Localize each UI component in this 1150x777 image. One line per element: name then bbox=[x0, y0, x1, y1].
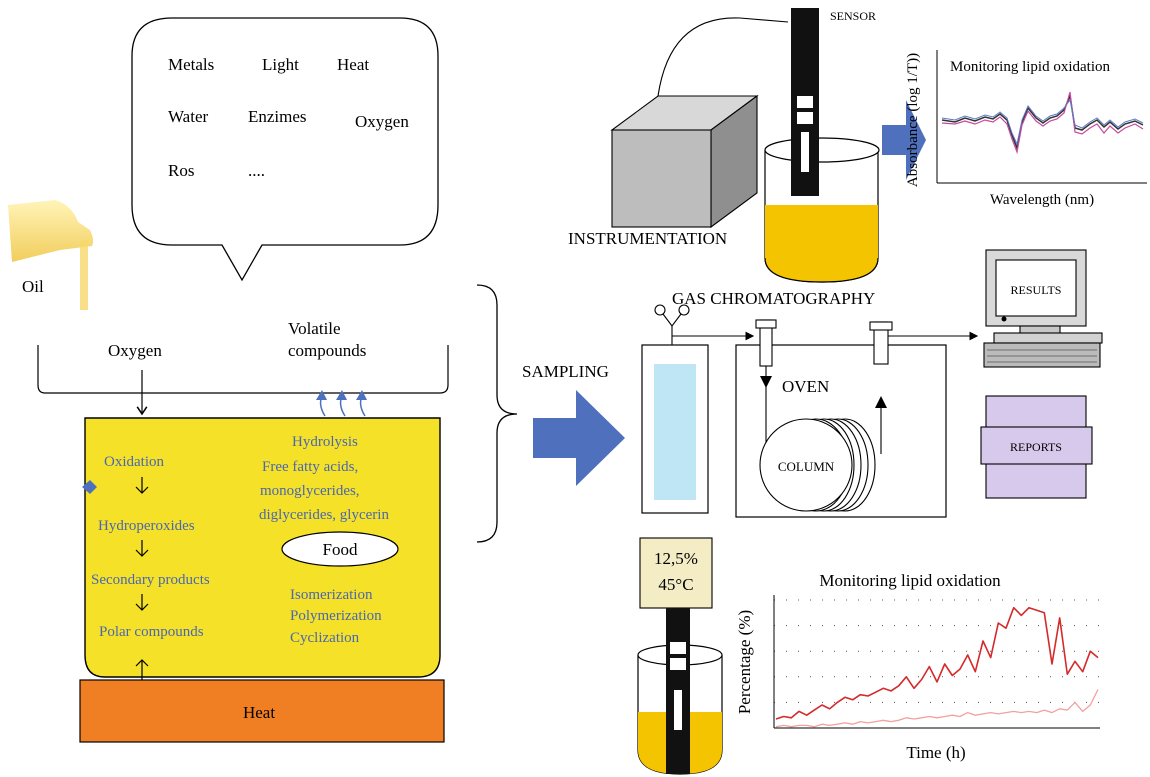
heat-label: Heat bbox=[243, 703, 275, 722]
chart-ylabel: Percentage (%) bbox=[735, 610, 754, 714]
input-volatile-line1: Volatile bbox=[288, 319, 341, 338]
arrow-oxidation-down bbox=[135, 477, 149, 494]
factor-enzimes: Enzimes bbox=[248, 107, 307, 126]
chart-series bbox=[775, 606, 1099, 728]
step-oxidation: Oxidation bbox=[104, 454, 164, 470]
factor-more: .... bbox=[248, 161, 265, 180]
factor-metals: Metals bbox=[168, 55, 214, 74]
spectrum-ylabel: Absorbance (log 1/T)) bbox=[905, 53, 921, 187]
sensor-label: SENSOR bbox=[830, 9, 876, 23]
probe-reading-temp: 45°C bbox=[658, 575, 693, 594]
hydrolysis-line1: Free fatty acids, bbox=[262, 459, 358, 475]
gc-title: GAS CHROMATOGRAPHY bbox=[672, 289, 875, 308]
factor-ros: Ros bbox=[168, 161, 194, 180]
hydrolysis-line2: monoglycerides, bbox=[260, 483, 360, 499]
factors-bubble: Metals Light Heat Water Enzimes Oxygen R… bbox=[131, 17, 439, 282]
arrow-hydroperoxides-down bbox=[135, 540, 149, 557]
reports-stack bbox=[980, 395, 1093, 499]
gc-injector bbox=[654, 304, 690, 345]
input-oxygen: Oxygen bbox=[108, 341, 162, 360]
computer-icon bbox=[983, 249, 1103, 368]
factor-heat: Heat bbox=[337, 55, 369, 74]
oven-label: OVEN bbox=[782, 377, 829, 396]
gc-column-coils bbox=[759, 418, 876, 512]
sampling-brace bbox=[476, 284, 518, 543]
sampling-label: SAMPLING bbox=[522, 362, 609, 381]
hydrolysis-title: Hydrolysis bbox=[292, 434, 358, 450]
spectrum-plot bbox=[936, 50, 1147, 184]
oil-vessel bbox=[84, 417, 441, 678]
factor-water: Water bbox=[168, 107, 208, 126]
step-secondary-products: Secondary products bbox=[91, 572, 210, 588]
reaction-polymerization: Polymerization bbox=[290, 608, 382, 624]
factor-light: Light bbox=[262, 55, 299, 74]
chart-series-line-2 bbox=[775, 689, 1099, 728]
spectrum-xlabel: Wavelength (nm) bbox=[990, 192, 1094, 208]
column-label: COLUMN bbox=[778, 459, 835, 474]
step-hydroperoxides: Hydroperoxides bbox=[98, 518, 195, 534]
hydrolysis-line3: diglycerides, glycerin bbox=[259, 507, 389, 523]
input-volatile-line2: compounds bbox=[288, 341, 366, 360]
chart-grid bbox=[774, 599, 1100, 703]
chart-series-line-1 bbox=[775, 606, 1099, 720]
food-label: Food bbox=[323, 540, 358, 559]
factor-oxygen: Oxygen bbox=[355, 112, 409, 131]
sensor-cable bbox=[657, 17, 789, 97]
vessel-input-bracket bbox=[37, 345, 449, 394]
step-polar-compounds: Polar compounds bbox=[99, 624, 204, 640]
oil-bottle-icon bbox=[8, 200, 94, 310]
reports-label: REPORTS bbox=[1010, 440, 1062, 454]
instrument-arrow bbox=[882, 100, 926, 180]
small-blue-marker bbox=[82, 480, 97, 494]
reaction-isomerization: Isomerization bbox=[290, 587, 373, 603]
arrow-secondary-down bbox=[135, 594, 149, 611]
oil-label: Oil bbox=[22, 277, 44, 296]
sensor-beaker-bottom bbox=[637, 608, 723, 775]
spectrum-title: Monitoring lipid oxidation bbox=[950, 59, 1110, 75]
instrument-box bbox=[610, 94, 759, 229]
sampling-arrow bbox=[533, 390, 625, 486]
gc-sample-fill bbox=[654, 364, 696, 500]
oxidation-line-chart bbox=[773, 595, 1100, 729]
results-label: RESULTS bbox=[1011, 283, 1062, 297]
chart-xlabel: Time (h) bbox=[906, 743, 965, 762]
heat-plate bbox=[79, 679, 445, 743]
instrumentation-label: INSTRUMENTATION bbox=[568, 229, 727, 248]
probe-reading-percent: 12,5% bbox=[654, 549, 698, 568]
food-ellipse bbox=[281, 531, 399, 567]
chart-title: Monitoring lipid oxidation bbox=[819, 571, 1001, 590]
reaction-cyclization: Cyclization bbox=[290, 630, 360, 646]
sensor-beaker-top bbox=[764, 8, 880, 283]
gc-valves bbox=[755, 319, 893, 367]
